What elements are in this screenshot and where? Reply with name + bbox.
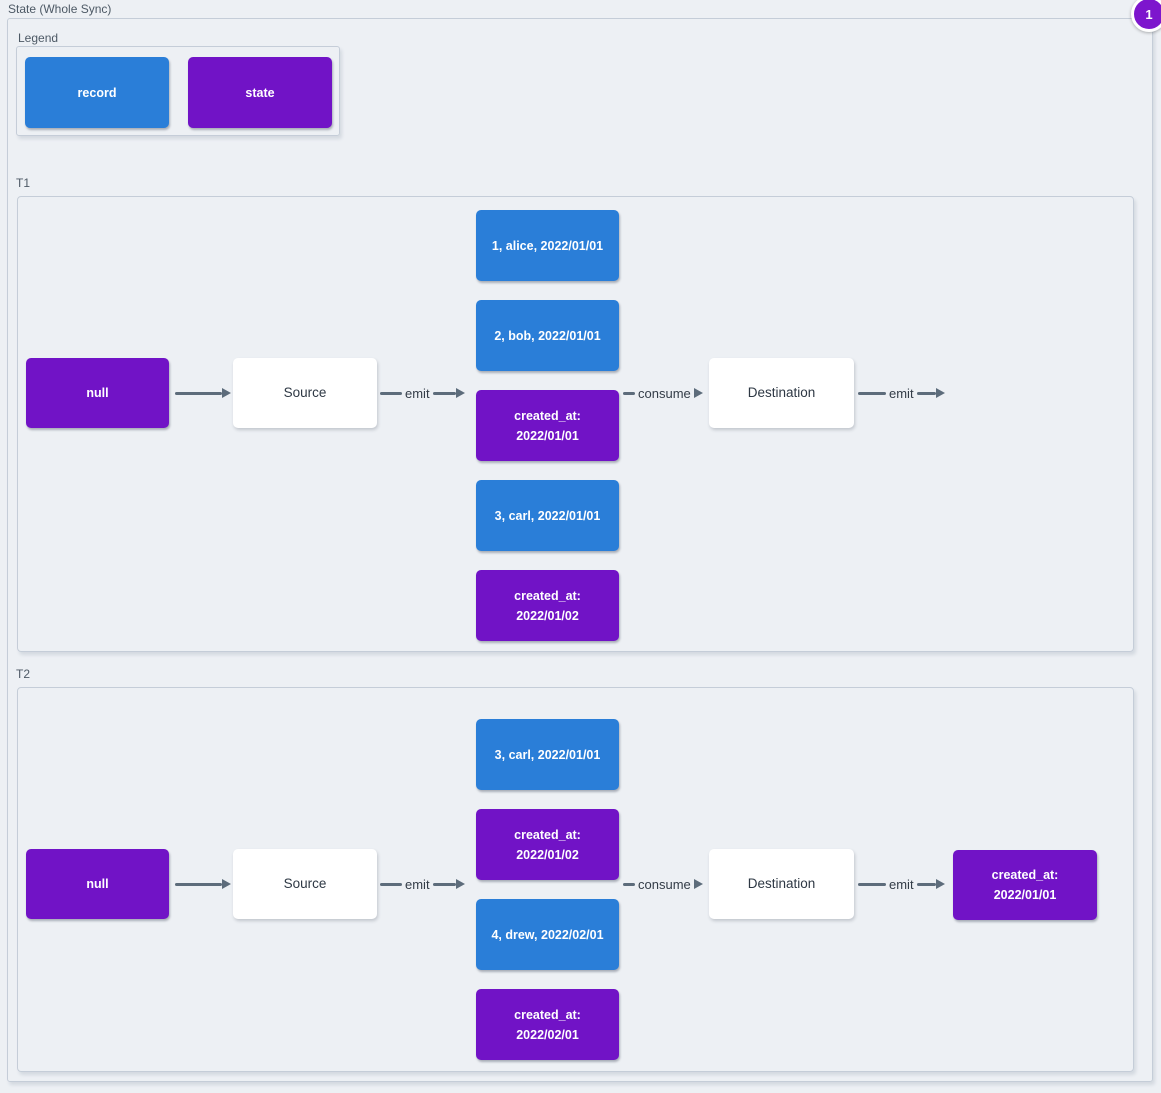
message-column: 1, alice, 2022/01/01 2, bob, 2022/01/01 cr… [476,210,619,641]
null-state-node: null [26,358,169,428]
section-t1: T1 null Source emit 1, alice, 2022/01/01… [16,176,1134,652]
consume-connector: consume [623,383,703,403]
legend-frame [16,46,340,136]
t1-frame [17,196,1134,652]
arrow-line [916,391,936,395]
arrow-line [175,391,222,395]
record-node: 1, alice, 2022/01/01 [476,210,619,281]
emit-label: emit [405,385,430,401]
node-line: 4, drew, 2022/02/01 [491,927,604,942]
node-line: 2022/01/02 [516,847,579,862]
emit-label: emit [889,385,914,401]
state-node: created_at: 2022/02/01 [476,989,619,1060]
legend-title: Legend [18,31,59,45]
node-line: created_at: [514,827,581,842]
t2-frame [17,687,1134,1072]
node-line: 2022/02/01 [516,1027,579,1042]
node-line: 2022/01/01 [516,428,579,443]
arrowhead-icon [936,879,945,889]
node-line: 3, carl, 2022/01/01 [494,747,601,762]
arrow-line [858,391,886,395]
record-node: 2, bob, 2022/01/01 [476,300,619,371]
state-node: created_at: 2022/01/02 [476,570,619,641]
arrowhead-icon [456,388,465,398]
node-line: 1, alice, 2022/01/01 [491,238,604,253]
node-line: 3, carl, 2022/01/01 [494,508,601,523]
node-line: 2, bob, 2022/01/01 [494,328,601,343]
emit-connector: emit [380,383,465,403]
record-node: 3, carl, 2022/01/01 [476,719,619,790]
legend-state-swatch: state [188,57,332,128]
arrowhead-icon [222,879,231,889]
arrowhead-icon [456,879,465,889]
source-node: Source [233,849,377,919]
arrowhead-icon [222,388,231,398]
arrowhead-icon [936,388,945,398]
null-state-node: null [26,849,169,919]
source-node: Source [233,358,377,428]
arrow-line [432,391,456,395]
destination-node: Destination [709,849,854,919]
arrow-line [916,882,936,886]
t1-label: T1 [16,176,31,190]
arrow-line [623,391,635,395]
emit-out-connector: emit [858,874,945,894]
node-line: 2022/01/01 [993,888,1057,902]
node-line: created_at: [991,868,1059,882]
state-node: created_at: 2022/01/02 [476,809,619,880]
arrowhead-icon [693,879,703,889]
t2-label: T2 [16,667,31,681]
emit-connector: emit [380,874,465,894]
section-t2: T2 null Source emit 3, carl, 2022/01/01 c… [16,667,1134,1072]
arrow-line [432,882,456,886]
null-to-source-arrow [175,874,231,894]
record-node: 4, drew, 2022/02/01 [476,899,619,970]
arrow-line [623,882,635,886]
result-state-node: created_at: 2022/01/01 [953,850,1097,920]
node-line: created_at: [514,588,581,603]
node-line: created_at: [514,408,581,423]
diagram-outer-frame [7,18,1153,1082]
arrow-line [380,391,402,395]
record-node: 3, carl, 2022/01/01 [476,480,619,551]
arrow-line [380,882,402,886]
emit-label: emit [405,876,430,892]
consume-label: consume [638,385,691,401]
legend-record-swatch: record [25,57,169,128]
null-to-source-arrow [175,383,231,403]
diagram-title: State (Whole Sync) [8,2,112,16]
consume-label: consume [638,876,691,892]
node-line: 2022/01/02 [516,608,579,623]
arrow-line [858,882,886,886]
consume-connector: consume [623,874,703,894]
message-column: 3, carl, 2022/01/01 created_at: 2022/01/02… [476,719,619,1060]
arrowhead-icon [693,388,703,398]
emit-label: emit [889,876,914,892]
annotation-badge[interactable]: 1 [1131,0,1161,32]
destination-node: Destination [709,358,854,428]
state-node: created_at: 2022/01/01 [476,390,619,461]
emit-out-connector: emit [858,383,945,403]
arrow-line [175,882,222,886]
node-line: created_at: [514,1007,581,1022]
